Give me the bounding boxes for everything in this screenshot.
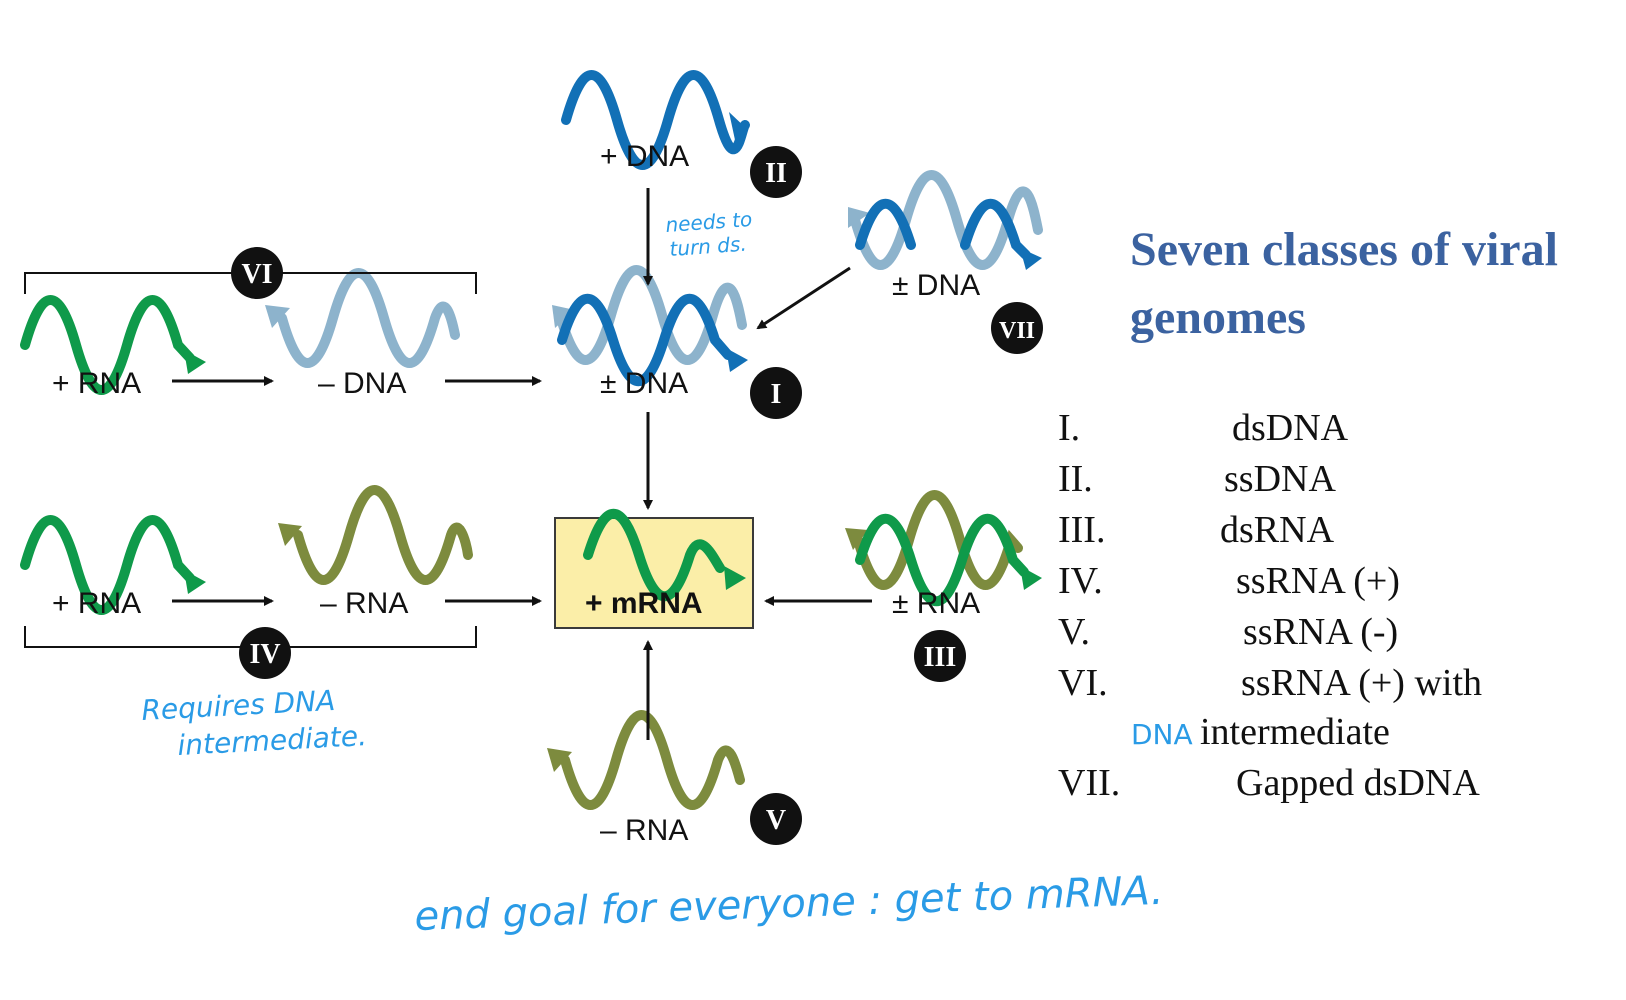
class-4-numeral: IV. <box>1058 560 1103 602</box>
strand-iv-minus-rna <box>278 485 473 585</box>
strand-iii-olive <box>845 490 1023 590</box>
svg-text:III: III <box>924 642 957 673</box>
badge-iii: III <box>914 630 966 682</box>
label-vi-plus-rna: + RNA <box>52 367 141 400</box>
mrna-box <box>554 508 754 629</box>
svg-text:VI: VI <box>241 259 272 290</box>
class-5-numeral: V. <box>1058 611 1090 653</box>
arrows <box>172 188 872 740</box>
strand-vi-plus-rna <box>20 295 206 395</box>
note-requires-dna: Requires DNA <box>141 684 336 727</box>
label-vi-minus-dna: – DNA <box>318 367 406 400</box>
label-vii-pm-dna: ± DNA <box>892 269 980 302</box>
class-list: I. dsDNA II. ssDNA III. dsRNA IV. ssRNA … <box>1058 407 1482 804</box>
class-5-name: ssRNA (-) <box>1243 611 1398 653</box>
strand-v-minus-rna <box>547 710 745 810</box>
strand-vii-dark <box>855 198 1042 270</box>
label-i-pm-dna: ± DNA <box>600 367 688 400</box>
title-line-1: Seven classes of viral <box>1130 223 1558 276</box>
badge-iv: IV <box>239 627 291 679</box>
label-iii-pm-rna: ± RNA <box>892 587 980 620</box>
class-1-name: dsDNA <box>1232 407 1349 449</box>
strand-iv-plus-rna <box>20 515 206 615</box>
class-2-name: ssDNA <box>1224 458 1336 500</box>
class-6-name: ssRNA (+) with <box>1241 662 1482 704</box>
class-7-name: Gapped dsDNA <box>1236 762 1480 804</box>
title-line-2: genomes <box>1130 291 1306 344</box>
svg-text:IV: IV <box>249 639 280 670</box>
class-6-numeral: VI. <box>1058 662 1108 704</box>
label-center-mrna: + mRNA <box>585 587 703 620</box>
label-v-minus-rna: – RNA <box>600 814 688 847</box>
badge-vi: VI <box>231 247 283 299</box>
note-intermediate: intermediate. <box>177 719 368 762</box>
badge-v: V <box>750 793 802 845</box>
note-end-goal: end goal for everyone : get to mRNA. <box>414 868 1164 940</box>
badge-i: I <box>750 367 802 419</box>
strand-iii-green <box>855 513 1042 607</box>
badge-ii: II <box>750 146 802 198</box>
svg-text:I: I <box>771 379 782 410</box>
label-iv-minus-rna: – RNA <box>320 587 408 620</box>
class-4-name: ssRNA (+) <box>1236 560 1400 602</box>
class-3-name: dsRNA <box>1220 509 1335 551</box>
class-7-numeral: VII. <box>1058 762 1120 804</box>
strand-vi-minus-dna <box>265 268 460 368</box>
class-1-numeral: I. <box>1058 407 1080 449</box>
class-2-numeral: II. <box>1058 458 1093 500</box>
arrow-vii-to-i <box>756 266 851 330</box>
class-3-numeral: III. <box>1058 509 1105 551</box>
strand-ii-plus-dna <box>561 70 750 170</box>
strand-i-dark <box>557 293 748 387</box>
class-6-handwritten-dna: DNA <box>1131 718 1193 751</box>
class-6-continuation: intermediate <box>1200 711 1390 753</box>
svg-text:II: II <box>765 158 787 189</box>
label-ii-plus-dna: + DNA <box>600 140 689 173</box>
badge-vii: VII <box>991 302 1043 354</box>
svg-text:V: V <box>766 805 786 836</box>
label-iv-plus-rna: + RNA <box>52 587 141 620</box>
svg-text:VII: VII <box>999 318 1035 344</box>
strand-vii-light <box>848 170 1043 270</box>
note-turn-ds: turn ds. <box>669 232 748 261</box>
